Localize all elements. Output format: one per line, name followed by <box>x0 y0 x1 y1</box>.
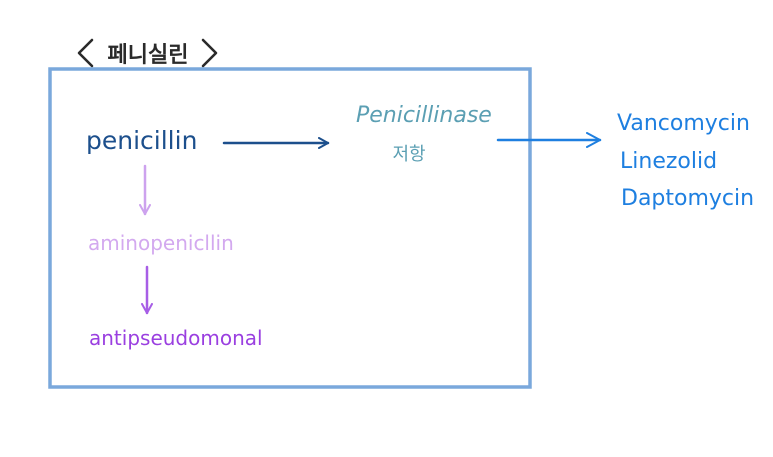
aminopenicillin-label: aminopenicllin <box>88 231 234 255</box>
title-group: 페니실린 <box>77 38 218 68</box>
right-bracket-icon <box>201 38 218 68</box>
left-bracket-icon <box>77 38 94 68</box>
drug-vancomycin: Vancomycin <box>617 111 750 136</box>
penicillin-label: penicillin <box>86 126 197 155</box>
resistance-label: 저항 <box>392 144 425 165</box>
penicillinase-label: Penicillinase <box>356 103 492 128</box>
title-text: 페니실린 <box>108 43 189 68</box>
drug-linezolid: Linezolid <box>620 149 717 174</box>
main-box <box>48 67 532 389</box>
antipseudomonal-label: antipseudomonal <box>89 326 263 350</box>
drug-daptomycin: Daptomycin <box>621 186 754 211</box>
